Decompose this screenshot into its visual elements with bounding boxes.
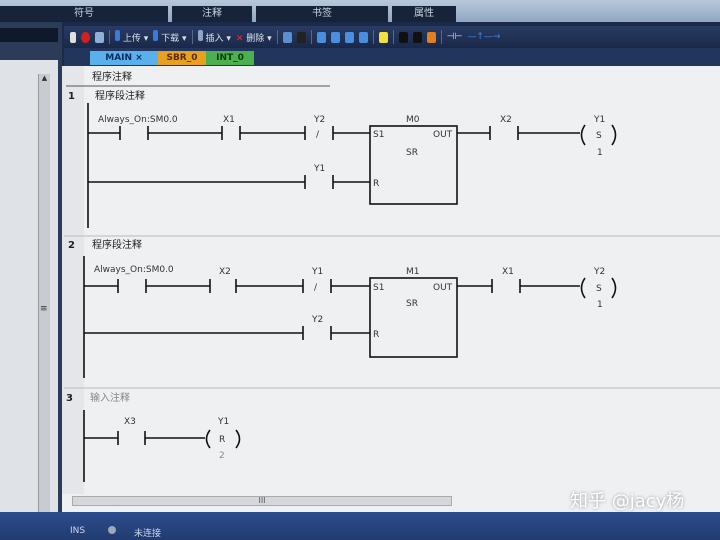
download-label: 下载 — [161, 34, 180, 44]
separator — [109, 30, 110, 44]
insert-icon — [197, 30, 203, 41]
download-button[interactable]: 下载 ▾ — [153, 30, 187, 44]
separator — [440, 30, 442, 44]
pou-tabs: MAIN × SBR_0 INT_0 — [64, 48, 720, 66]
upload-button[interactable]: 上传 ▾ — [115, 30, 148, 44]
connection-icon — [108, 526, 116, 534]
top-panel: 符号 注释 书签 属性 — [0, 0, 720, 22]
status-bar: INS 未连接 — [0, 512, 720, 540]
download-icon — [153, 30, 159, 41]
network-gutter — [62, 66, 84, 494]
ladder-editor[interactable]: III — [62, 66, 720, 512]
network-icon[interactable] — [282, 31, 292, 43]
separator — [392, 30, 394, 44]
scroll-up-icon[interactable]: ▲ — [41, 74, 48, 82]
line-tool-icon[interactable]: —↑—→ — [467, 32, 501, 42]
separator — [310, 30, 312, 44]
tab-main[interactable]: MAIN × — [90, 51, 158, 65]
insert-button[interactable]: 插入 ▾ — [197, 30, 231, 44]
tab-int0[interactable]: INT_0 — [206, 51, 254, 65]
tab-properties[interactable]: 属性 — [392, 6, 456, 22]
close-icon[interactable]: × — [135, 53, 143, 63]
tab-bookmarks[interactable]: 书签 — [256, 6, 388, 22]
vertical-scrollbar[interactable]: ▲ ≡ — [38, 74, 50, 524]
horizontal-scrollbar[interactable]: III — [72, 496, 452, 506]
scroll-grip-icon[interactable]: ≡ — [40, 304, 48, 314]
left-panel-header — [0, 28, 58, 42]
separator — [372, 30, 374, 44]
view4-icon[interactable] — [358, 31, 368, 43]
watermark: 知乎 @jacy杨 — [570, 491, 685, 512]
stop-icon[interactable] — [81, 31, 90, 43]
toolbar: 上传 ▾ 下载 ▾ 插入 ▾ ✕ 删除 ▾ ⊣⊢ —↑—→ — [64, 26, 720, 48]
upload-label: 上传 — [122, 34, 141, 44]
compile-icon[interactable] — [95, 31, 104, 43]
unlock-icon[interactable] — [412, 31, 422, 43]
gift-icon[interactable] — [426, 31, 436, 43]
monitor-icon[interactable] — [296, 31, 306, 43]
lock-icon[interactable] — [398, 31, 408, 43]
upload-icon — [115, 30, 120, 41]
view-icon[interactable] — [316, 31, 326, 43]
insert-label: 插入 — [205, 34, 224, 44]
insert-mode: INS — [70, 526, 86, 536]
tab-symbols[interactable]: 符号 — [0, 6, 168, 22]
delete-icon: ✕ — [235, 33, 244, 44]
left-panel: ▲ ≡ — [0, 22, 62, 530]
contact-tool-icon[interactable]: ⊣⊢ — [446, 32, 463, 42]
delete-label: 删除 — [246, 33, 265, 44]
view2-icon[interactable] — [330, 31, 340, 43]
connection-status: 未连接 — [134, 529, 162, 539]
separator — [191, 30, 193, 44]
arrow-icon[interactable] — [378, 31, 388, 43]
scroll-grip[interactable]: III — [258, 496, 266, 505]
delete-button[interactable]: ✕ 删除 ▾ — [235, 33, 272, 44]
run-icon[interactable] — [70, 31, 76, 43]
view3-icon[interactable] — [344, 31, 354, 43]
tab-main-label: MAIN — [105, 53, 133, 63]
tab-sbr0[interactable]: SBR_0 — [158, 51, 206, 65]
separator — [276, 30, 278, 44]
tab-comments[interactable]: 注释 — [172, 6, 252, 22]
